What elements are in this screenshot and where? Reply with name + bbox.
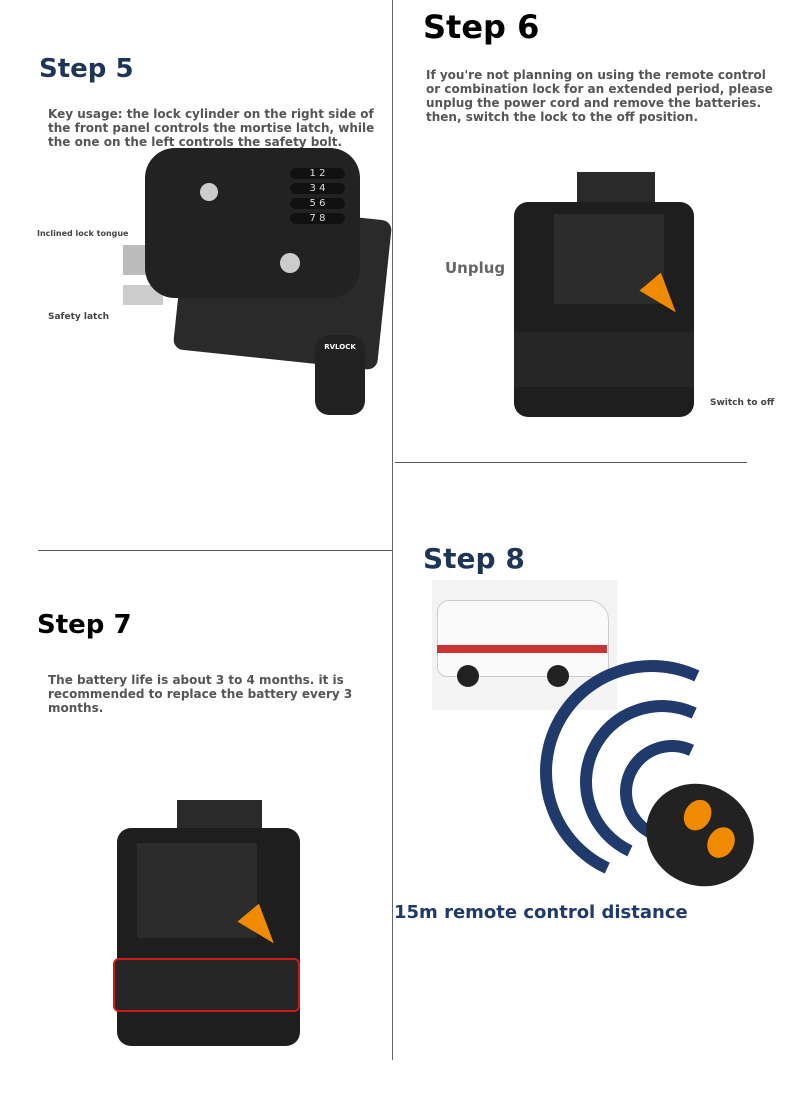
divider-horizontal — [38, 550, 392, 551]
step5-title: Step 5 — [39, 54, 134, 84]
wheel — [457, 665, 479, 687]
motorhome-body — [437, 600, 609, 677]
divider-horizontal — [395, 462, 747, 463]
step8-title: Step 8 — [423, 542, 525, 575]
keypad-key[interactable]: 1 2 — [290, 168, 345, 179]
step6-title: Step 6 — [423, 8, 540, 46]
remote-button[interactable] — [678, 794, 717, 836]
step7-text: The battery life is about 3 to 4 months.… — [48, 673, 353, 715]
battery-compartment-highlight — [113, 958, 300, 1012]
battery-cover — [137, 843, 257, 938]
keypad-key[interactable]: 5 6 — [290, 198, 345, 209]
step5-text: Key usage: the lock cylinder on the righ… — [48, 107, 375, 149]
label-unplug: Unplug — [445, 259, 506, 277]
key-cylinder — [280, 253, 300, 273]
key-cylinder — [200, 183, 218, 201]
lock-front-panel: 1 2 3 4 5 6 7 8 — [145, 148, 360, 298]
step6-text: If you're not planning on using the remo… — [426, 68, 773, 124]
keypad-key[interactable]: 7 8 — [290, 213, 345, 224]
motorhome-image — [432, 580, 617, 710]
step7-title: Step 7 — [37, 610, 132, 640]
label-safety-latch: Safety latch — [48, 312, 110, 322]
divider-vertical — [392, 0, 393, 1060]
safety-bolt — [123, 285, 163, 305]
keypad-key[interactable]: 3 4 — [290, 183, 345, 194]
label-switch-off: Switch to off — [710, 398, 775, 408]
motorhome-stripe — [437, 645, 607, 653]
key-fob: RVLOCK — [315, 335, 365, 415]
lock-back-panel — [113, 828, 300, 1046]
lock-back-panel — [514, 202, 694, 417]
label-inclined-tongue: Inclined lock tongue — [37, 229, 129, 238]
lock-top — [577, 172, 655, 207]
remote-button[interactable] — [701, 822, 741, 863]
wheel — [547, 665, 569, 687]
battery-cover — [554, 214, 664, 304]
keypad: 1 2 3 4 5 6 7 8 — [290, 168, 345, 224]
remote-distance-caption: 15m remote control distance — [394, 902, 688, 923]
fob-brand: RVLOCK — [324, 343, 356, 351]
battery-compartment — [514, 332, 694, 387]
